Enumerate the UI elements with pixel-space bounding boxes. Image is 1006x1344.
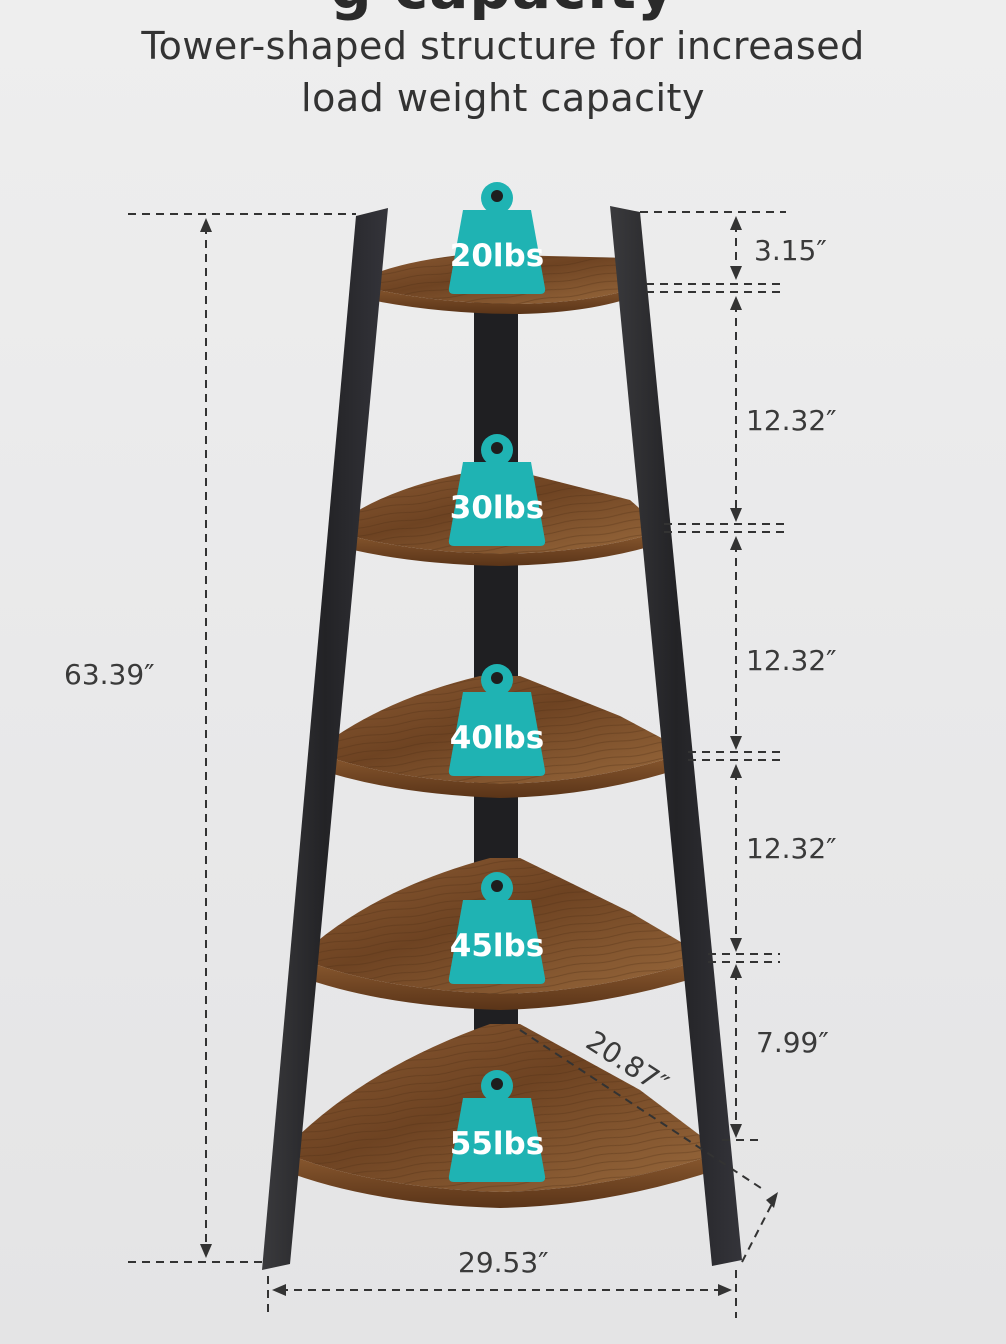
weight-badge: 45lbs: [448, 872, 546, 984]
weight-icon: [448, 692, 546, 776]
weight-label: 45lbs: [450, 928, 544, 964]
weight-icon-hole: [491, 190, 503, 202]
dimension-lines: [128, 211, 786, 1318]
gap-1-label: 12.32″: [746, 404, 837, 437]
subtitle-line-1: Tower-shaped structure for increased: [141, 24, 865, 68]
weight-icon-hole: [491, 672, 503, 684]
subtitle-line-2: load weight capacity: [301, 76, 705, 120]
gap-top-label: 3.15″: [754, 234, 827, 267]
weight-icon: [448, 1098, 546, 1182]
gap-3-label: 12.32″: [746, 832, 837, 865]
left-frame: [262, 208, 388, 1270]
right-frame: [610, 206, 742, 1266]
weight-icon: [448, 210, 546, 294]
weight-label: 40lbs: [450, 720, 544, 756]
weight-badge: 40lbs: [448, 664, 546, 776]
weight-icon: [448, 462, 546, 546]
total-height-label: 63.39″: [64, 658, 155, 691]
gap-2-label: 12.32″: [746, 644, 837, 677]
gap-bottom-label: 7.99″: [756, 1026, 829, 1059]
weight-label: 30lbs: [450, 490, 544, 526]
weight-badge: 20lbs: [448, 182, 546, 294]
dimension-arrows: [200, 216, 778, 1296]
weight-icon-hole: [491, 1078, 503, 1090]
weight-label: 55lbs: [450, 1126, 544, 1162]
weight-label: 20lbs: [450, 238, 544, 274]
weight-icon-hole: [491, 880, 503, 892]
weight-badge: 30lbs: [448, 434, 546, 546]
weight-badge: 55lbs: [448, 1070, 546, 1182]
weight-icon-hole: [491, 442, 503, 454]
width-label: 29.53″: [458, 1246, 549, 1279]
weight-icon: [448, 900, 546, 984]
heading-fragment: g capacity: [0, 0, 1006, 22]
